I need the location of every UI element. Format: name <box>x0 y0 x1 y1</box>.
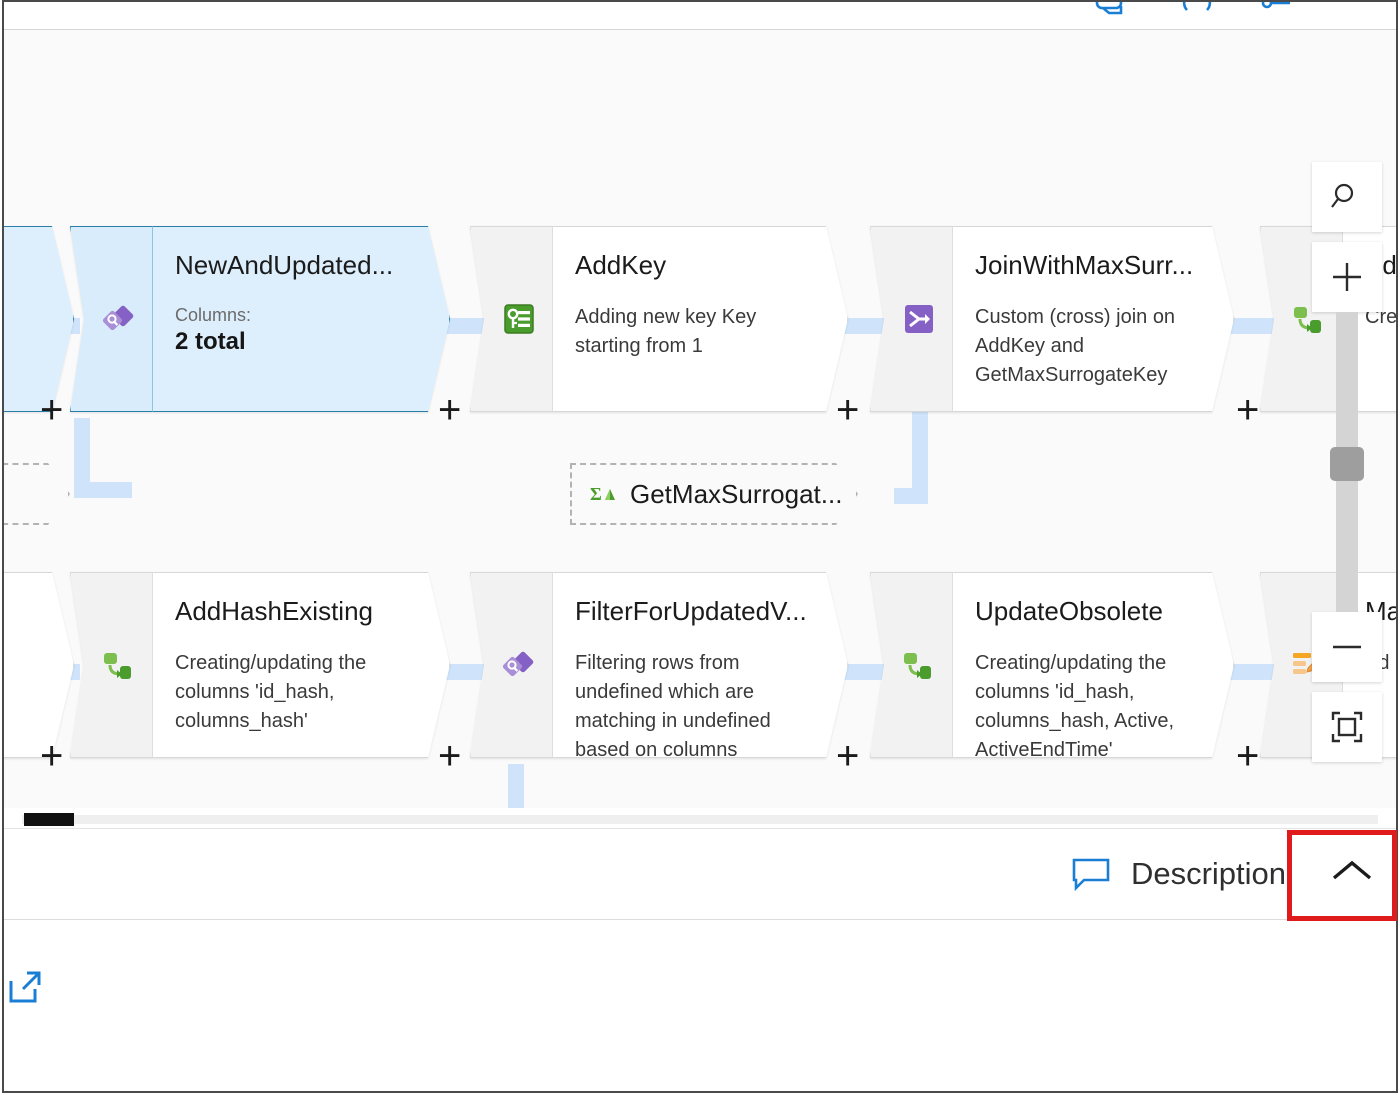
add-node-handle[interactable]: + <box>1236 734 1260 778</box>
node-filterforupdatedv[interactable]: FilterForUpdatedV... Filtering rows from… <box>470 572 848 758</box>
node-description: e <box>4 617 47 646</box>
node-body: e <box>4 572 74 758</box>
open-in-new-window-icon[interactable] <box>8 970 42 1004</box>
node-icon-panel <box>70 226 152 412</box>
node-columns-label: Columns: <box>175 305 252 325</box>
node-columns-value: 2 total <box>175 328 246 355</box>
plus-icon <box>1329 259 1365 295</box>
node-body <box>4 226 74 412</box>
node-title: GetMaxSurrogat... <box>630 478 843 509</box>
node-body: AddHashExisting Creating/updating the co… <box>152 572 450 758</box>
node-title: NewAndUpdated... <box>175 250 394 280</box>
zoom-slider-thumb[interactable] <box>1330 447 1364 481</box>
zoom-slider[interactable] <box>1312 312 1382 612</box>
fit-to-screen-icon <box>1330 710 1364 744</box>
node-body: AddKey Adding new key Key starting from … <box>552 226 848 412</box>
node-getmaxsurrogate[interactable]: Σ GetMaxSurrogat... <box>570 463 858 525</box>
alter-row-icon <box>101 301 137 337</box>
connector-pipe <box>74 418 90 498</box>
description-collapse-button[interactable] <box>1308 830 1396 918</box>
node-updateobsolete[interactable]: UpdateObsolete Creating/updating the col… <box>870 572 1234 758</box>
data-preview-icon[interactable] <box>1089 2 1131 16</box>
aggregate-icon: Σ <box>590 480 618 508</box>
add-node-handle[interactable]: + <box>438 734 462 778</box>
add-node-handle[interactable]: + <box>1236 388 1260 432</box>
scrollbar-thumb[interactable] <box>24 813 74 826</box>
derived-column-icon <box>101 647 137 683</box>
node-icon-panel <box>870 572 952 758</box>
connector-pipe <box>508 764 524 808</box>
node-body: UpdateObsolete Creating/updating the col… <box>952 572 1234 758</box>
derived-column-icon <box>901 647 937 683</box>
add-node-handle[interactable]: + <box>836 388 860 432</box>
dataflow-canvas[interactable]: + NewAndUpdated... Columns: 2 total <box>4 30 1396 808</box>
node-body: NewAndUpdated... Columns: 2 total <box>152 226 450 412</box>
add-node-handle[interactable]: + <box>438 388 462 432</box>
refresh-icon[interactable] <box>1176 2 1218 16</box>
alter-row-icon <box>501 647 537 683</box>
description-label-group: Description <box>1071 856 1286 892</box>
top-toolbar <box>4 2 1396 30</box>
node-title: AddKey <box>575 250 667 280</box>
node-icon-panel <box>470 572 552 758</box>
node-addkey[interactable]: AddKey Adding new key Key starting from … <box>470 226 848 412</box>
add-node-handle[interactable]: + <box>836 734 860 778</box>
node-title: FilterForUpdatedV... <box>575 596 807 626</box>
node-title: JoinWithMaxSurr... <box>975 250 1194 280</box>
add-node-handle[interactable]: + <box>40 388 64 432</box>
chevron-up-icon <box>1328 857 1376 892</box>
zoom-controls[interactable] <box>1312 162 1382 762</box>
node-description: Filtering rows from undefined which are … <box>575 652 771 758</box>
node-icon-panel <box>70 572 152 758</box>
node-body: JoinWithMaxSurr... Custom (cross) join o… <box>952 226 1234 412</box>
description-label: Description <box>1130 856 1286 891</box>
scrollbar-track[interactable] <box>22 815 1378 824</box>
node-title: UpdateObsolete <box>975 596 1163 626</box>
canvas-horizontal-scrollbar[interactable] <box>4 808 1396 828</box>
derived-column-icon <box>1291 301 1327 337</box>
node-collapsed-left[interactable]: ng <box>4 463 70 525</box>
surrogate-key-icon <box>501 301 537 337</box>
node-body: FilterForUpdatedV... Filtering rows from… <box>552 572 848 758</box>
search-canvas-button[interactable] <box>1312 162 1382 232</box>
zoom-out-button[interactable] <box>1312 612 1382 682</box>
node-description: Adding new key Key starting from 1 <box>575 306 757 357</box>
comment-bubble-icon <box>1071 857 1111 891</box>
settings-slider-icon[interactable] <box>1254 2 1296 16</box>
node-partial-left-bottom[interactable]: e <box>4 572 74 758</box>
description-panel <box>4 920 1396 1091</box>
magnifier-icon <box>1330 180 1364 214</box>
zoom-in-button[interactable] <box>1312 242 1382 312</box>
node-icon-panel <box>870 226 952 412</box>
join-icon <box>901 301 937 337</box>
node-description: Creating/updating the columns 'id_hash, … <box>975 652 1174 758</box>
node-description: Custom (cross) join on AddKey and GetMax… <box>975 306 1176 386</box>
svg-text:Σ: Σ <box>590 484 602 504</box>
node-title: AddHashExisting <box>175 596 373 626</box>
node-addhashexisting[interactable]: AddHashExisting Creating/updating the co… <box>70 572 450 758</box>
node-newandupdated[interactable]: NewAndUpdated... Columns: 2 total <box>70 226 450 412</box>
description-bar[interactable]: Description <box>4 828 1396 920</box>
node-icon-panel <box>470 226 552 412</box>
fit-to-screen-button[interactable] <box>1312 692 1382 762</box>
connector-pipe <box>74 482 132 498</box>
node-partial-left-top[interactable] <box>4 226 74 412</box>
add-node-handle[interactable]: + <box>40 734 64 778</box>
minus-icon <box>1329 629 1365 665</box>
node-description: Creating/updating the columns 'id_hash, … <box>175 652 367 732</box>
node-joinwithmaxsurr[interactable]: JoinWithMaxSurr... Custom (cross) join o… <box>870 226 1234 412</box>
